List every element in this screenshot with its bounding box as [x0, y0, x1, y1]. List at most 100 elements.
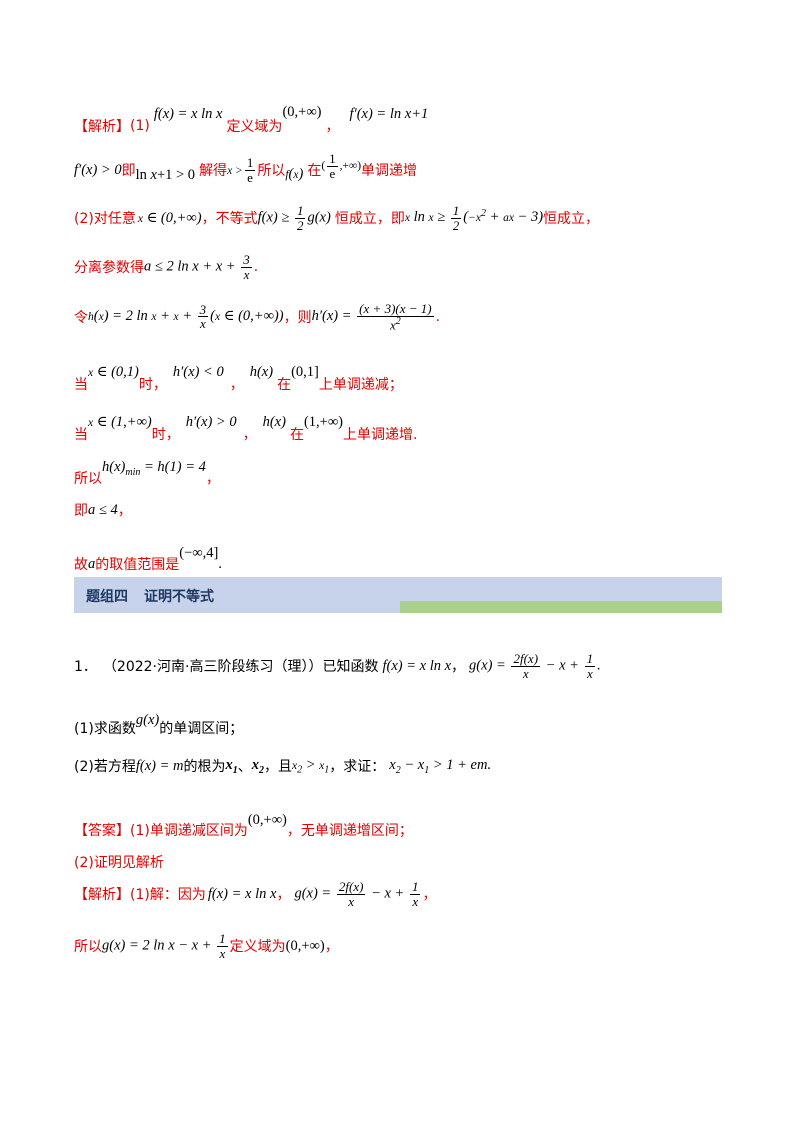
q2-ineq: x2 − x1 > 1 + em.: [389, 756, 492, 776]
q2-text-2: 的根为: [183, 759, 226, 775]
interval-1inf: (1,+∞): [303, 413, 343, 430]
f-of-x: f(x): [285, 165, 304, 182]
q2-text-3: ，且: [264, 759, 293, 775]
banner-stripe: [400, 601, 722, 613]
solution-line-9: 即 a ≤ 4 ，: [74, 500, 132, 520]
answer-1-interval: (0,+∞): [247, 811, 287, 828]
comma: ，: [205, 471, 220, 487]
solution-line-7: 当 x ∈ (1,+∞) 时， h′(x) > 0 ， h(x) 在 (1,+∞…: [74, 400, 417, 444]
h-derivative: h′(x) = (x + 3)(x − 1)x2: [311, 301, 434, 332]
hengchengli-text: 恒成立，即: [334, 211, 405, 228]
range-text: 的取值范围是: [95, 557, 180, 573]
question-2: (2)若方程 f(x) = m 的根为 x1 、 x2 ，且 x2 > x1 ，…: [74, 756, 491, 776]
section-banner: 题组四证明不等式: [74, 577, 722, 613]
period: .: [253, 259, 259, 276]
analysis-line-1: 【解析】 (1)解：因为 f(x) = x ln x ， g(x) = 2f(x…: [74, 880, 436, 908]
domain-text: 定义域为: [226, 119, 283, 135]
solution-line-1: 【解析】 (1) f(x) = x ln x 定义域为 (0,+∞) ， f′(…: [74, 92, 428, 136]
problem-source: （2022·河南·高三阶段练习（理））已知函数: [102, 659, 379, 676]
comma: ，: [117, 503, 132, 519]
domain-value: (0,+∞): [282, 103, 322, 120]
x-gt: x >: [227, 164, 243, 177]
ineq-text: ，不等式: [201, 211, 258, 228]
jiexi-label: 【解析】: [74, 887, 130, 904]
zai-text: 在: [277, 377, 292, 393]
ling-text: 令: [74, 309, 88, 326]
answer-label: 【答案】: [74, 823, 130, 839]
f-definition: f(x) = x ln x: [153, 105, 223, 122]
suoyi-text: 所以: [74, 939, 102, 956]
domain-value: (0,+∞): [285, 937, 325, 954]
part2-intro: (2)对任意: [74, 211, 136, 228]
q1-text: (1)求函数: [74, 721, 136, 737]
analysis-f-def: f(x) = x ln x: [207, 885, 277, 902]
monotone-inc-text: 上单调递增.: [343, 427, 418, 443]
answer-1-text-2: ，无单调递增区间；: [286, 823, 413, 839]
monotone-dec-text: 上单调递减；: [318, 377, 403, 393]
question-1: (1)求函数 g(x) 的单调区间；: [74, 702, 243, 738]
x-in-1inf: x ∈ (1,+∞): [88, 413, 152, 430]
suoyi-text: 所以: [257, 163, 286, 180]
h-of-x: h(x): [262, 413, 286, 430]
ze-text: ，则: [283, 309, 312, 326]
q2-text-4: ，求证：: [329, 759, 386, 775]
deriv-positive: f′(x) > 0: [74, 161, 122, 178]
x-in-set: x ∈ (0,+∞): [137, 209, 202, 226]
f-derivative: f′(x) = ln x+1: [349, 105, 429, 122]
h-deriv-neg: h′(x) < 0: [172, 363, 224, 380]
part1-marker: (1): [130, 118, 150, 134]
x-in-01: x ∈ (0,1): [88, 363, 139, 380]
problem-f-def: f(x) = x ln x: [382, 657, 452, 674]
ji-text: 即: [74, 503, 88, 519]
answer-line-2: (2)证明见解析: [74, 852, 164, 872]
dang-text: 当: [74, 427, 88, 443]
suoyi-text: 所以: [74, 471, 102, 487]
comma: ，: [324, 939, 339, 956]
period: .: [435, 308, 441, 325]
jiede-text: 解得: [199, 163, 228, 180]
separate-param-text: 分离参数得: [74, 260, 144, 277]
answer-line-1: 【答案】 (1)单调递减区间为 (0,+∞) ，无单调递增区间；: [74, 800, 413, 840]
dun-text: 、: [237, 759, 252, 775]
interval-01: (0,1]: [291, 363, 319, 380]
ln-ineq: ln x+1 > 0: [135, 166, 196, 183]
a-le-4: a ≤ 4: [88, 501, 118, 518]
period: .: [218, 555, 222, 572]
h-min: h(x)min = h(1) = 4: [102, 458, 206, 478]
comma: ，: [276, 887, 291, 904]
solution-line-6: 当 x ∈ (0,1) 时， h′(x) < 0 ， h(x) 在 (0,1] …: [74, 350, 403, 394]
dang-text: 当: [74, 377, 88, 393]
q1-g: g(x): [135, 711, 160, 728]
shi-text: 时，: [151, 427, 180, 443]
solution-line-10: 故 a 的取值范围是 (−∞,4] .: [74, 532, 222, 574]
comma: ，: [229, 377, 244, 393]
comma: ，: [422, 887, 437, 904]
answer-1-text: (1)单调递减区间为: [130, 823, 248, 839]
gu-text: 故: [74, 557, 88, 573]
zai-text: 在: [289, 427, 304, 443]
q2-eq: f(x) = m: [135, 757, 184, 774]
banner-title: 题组四证明不等式: [86, 586, 214, 606]
banner-group: 题组四: [86, 589, 128, 605]
a-var: a: [88, 555, 96, 572]
h-of-x: h(x): [249, 363, 274, 380]
comma: ，: [325, 119, 340, 135]
q2-x2: x2: [251, 756, 265, 776]
domain-text: 定义域为: [229, 939, 286, 956]
q2-text: (2)若方程: [74, 759, 136, 775]
a-range: (−∞,4]: [179, 544, 219, 561]
comma: ，: [242, 427, 257, 443]
